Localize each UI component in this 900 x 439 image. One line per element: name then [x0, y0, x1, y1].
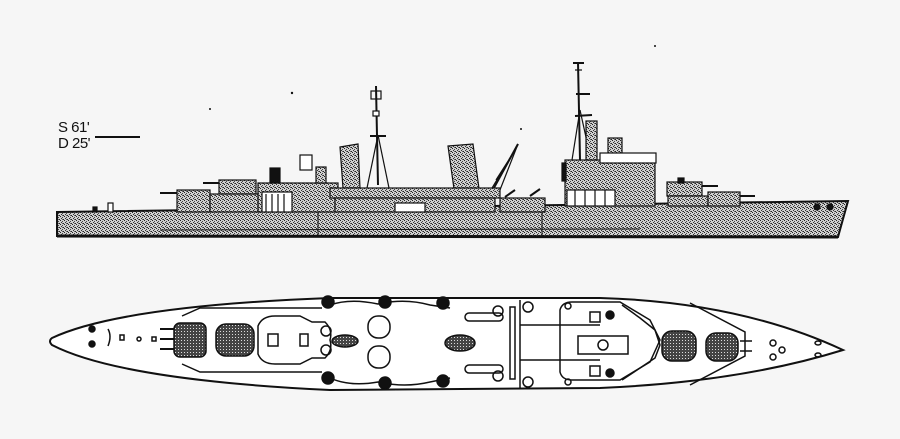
scale-bar: [95, 136, 140, 138]
scale-d-label: D 25': [58, 135, 91, 152]
forward-turrets: [666, 177, 755, 207]
scale-s-label: S 61': [58, 119, 90, 136]
aft-turrets: [160, 179, 261, 213]
bridge: [561, 120, 657, 207]
aa-mount: [321, 295, 335, 309]
plan-view: [49, 295, 846, 392]
aft-funnel: [339, 143, 361, 189]
scale-legend: S 61' D 25': [58, 119, 91, 152]
profile-view: [56, 61, 850, 239]
turret-a: [705, 332, 739, 362]
fore-funnel-plan: [444, 334, 476, 352]
turret-x: [173, 322, 207, 358]
mainmast: [366, 85, 390, 189]
turret-b: [661, 330, 697, 362]
crane: [489, 143, 519, 196]
aft-funnel-plan: [331, 334, 359, 348]
turret-y: [215, 323, 255, 357]
